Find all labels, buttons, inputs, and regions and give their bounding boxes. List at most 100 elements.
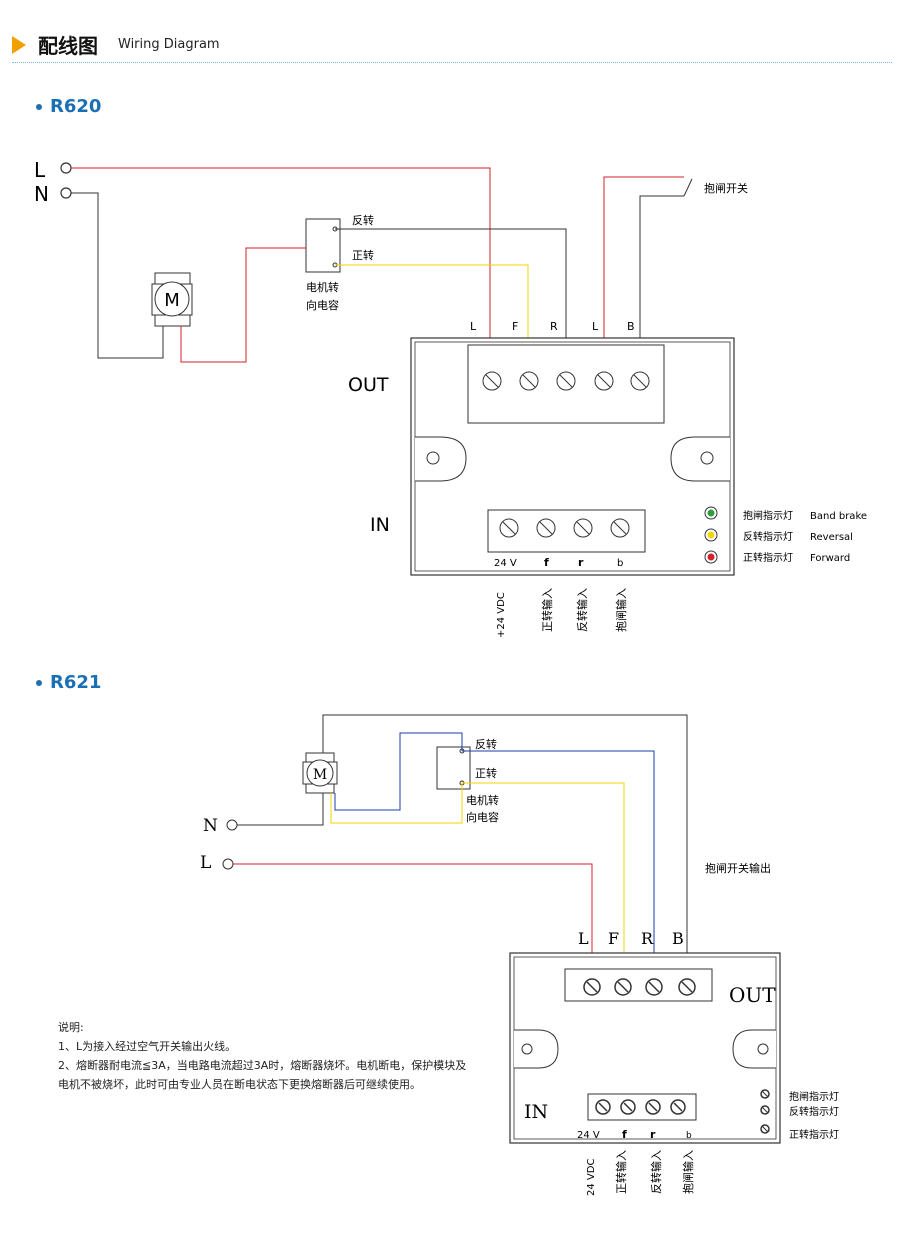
in-terminal-label: b (617, 558, 623, 569)
in-label: IN (524, 1101, 548, 1123)
cap-forward-label: 正转 (352, 248, 374, 262)
wire-l-red (233, 863, 593, 988)
brake-switch-icon (683, 178, 693, 197)
wire-forward-yellow (462, 782, 625, 988)
wire-motor-blue (334, 732, 463, 811)
cap-label-2: 向电容 (466, 810, 499, 824)
cap-label-2: 向电容 (306, 298, 339, 312)
out-label: OUT (348, 374, 389, 396)
in-label: IN (370, 514, 390, 536)
out-terminal-label: L (470, 320, 477, 333)
motor-icon: M (151, 272, 193, 327)
brake-output-label: 抱闸开关输出 (705, 861, 771, 875)
in-terminal-screws (595, 1099, 686, 1115)
supply-l-label: L (200, 853, 211, 873)
terminal-n (226, 819, 238, 831)
motor-icon: M (302, 752, 338, 794)
in-terminal-label: b (686, 1131, 692, 1141)
out-terminal-screws (583, 978, 696, 996)
notes-line-1: 1、L为接入经过空气开关输出火线。 (58, 1040, 237, 1053)
indicator-cn: 抱闸指示灯 (743, 509, 793, 522)
terminal-n (60, 187, 72, 199)
wire-motor-yellow (330, 783, 463, 824)
in-terminal-screws (499, 518, 630, 538)
cap-label-1: 电机转 (466, 793, 499, 807)
wire-n-black (71, 192, 164, 359)
out-terminal-label: F (608, 929, 619, 948)
out-terminal-label: F (512, 320, 518, 333)
section-title-r620: R620 (36, 96, 101, 117)
in-terminal-label: r (650, 1128, 656, 1141)
out-terminal-label: R (550, 320, 558, 333)
wire-l-red (71, 167, 491, 379)
r620-diagram: L N M 反转 正转 电机转 向电容 抱闸开关 (34, 158, 867, 638)
page-title: 配线图 (38, 34, 98, 58)
indicator-label: 正转指示灯 (789, 1128, 839, 1141)
wire-brake-red (603, 176, 684, 379)
motor-label: M (313, 767, 327, 783)
bullet-icon (36, 680, 42, 686)
out-label: OUT (729, 983, 776, 1007)
in-terminal-label: r (578, 556, 584, 569)
in-terminal-label: f (544, 556, 549, 569)
supply-l-label: L (34, 158, 46, 182)
wire-brake-black (322, 714, 688, 988)
in-terminal-label: 24 V (577, 1130, 600, 1141)
in-terminal-label: f (622, 1128, 627, 1141)
supply-n-label: N (34, 182, 49, 206)
r621-diagram: M 反转 正转 电机转 向电容 N L 抱闸开关输出 L F R B (200, 714, 839, 1196)
in-input-label: 正转输入 (540, 588, 554, 632)
out-terminal-label: B (672, 929, 684, 948)
r620-module (410, 337, 735, 576)
out-terminal-screws (482, 371, 650, 391)
arrow-icon (12, 36, 26, 54)
out-terminal-label: B (627, 320, 635, 333)
section-title-r621: R621 (36, 672, 101, 693)
cap-reverse-label: 反转 (475, 737, 497, 751)
led-icon-yellow (707, 531, 715, 539)
in-terminal-label: 24 V (494, 558, 517, 569)
out-terminal-label: R (641, 929, 654, 948)
led-icon-red (707, 553, 715, 561)
cap-forward-label: 正转 (475, 766, 497, 780)
page-subtitle: Wiring Diagram (118, 37, 220, 52)
brake-switch-label: 抱闸开关 (704, 181, 748, 195)
wire-n-black (237, 793, 324, 826)
indicator-cn: 反转指示灯 (743, 530, 793, 543)
in-input-label: 抱闸输入 (681, 1150, 695, 1194)
wire-reverse-black (335, 228, 567, 379)
notes: 说明: 1、L为接入经过空气开关输出火线。 2、熔断器耐电流≦3A，当电路电流超… (58, 1018, 468, 1094)
page-header: 配线图 Wiring Diagram (12, 30, 892, 63)
indicator-lights (760, 1089, 770, 1134)
indicator-en: Reversal (810, 532, 853, 543)
led-icon-green (707, 509, 715, 517)
in-input-label: 反转输入 (649, 1150, 663, 1194)
notes-line-2: 2、熔断器耐电流≦3A，当电路电流超过3A时，熔断器烧坏。电机断电，保护模块及电… (58, 1059, 467, 1091)
r621-module (509, 952, 781, 1144)
indicator-label: 反转指示灯 (789, 1105, 839, 1118)
out-terminal-label: L (592, 320, 599, 333)
wire-reverse-blue (462, 750, 655, 988)
out-terminal-label: L (578, 929, 589, 948)
wire-motor-red (180, 247, 306, 363)
in-input-label: 正转输入 (614, 1150, 628, 1194)
cap-label-1: 电机转 (306, 280, 339, 294)
terminal-l (60, 162, 72, 174)
in-input-label: 抱闸输入 (614, 588, 628, 632)
indicator-en: Band brake (810, 511, 867, 522)
terminal-l (222, 858, 234, 870)
bullet-icon (36, 104, 42, 110)
motor-label: M (164, 290, 180, 311)
indicator-cn: 正转指示灯 (743, 551, 793, 564)
indicator-en: Forward (810, 553, 850, 564)
indicator-lights (704, 506, 718, 564)
wire-brake-black (639, 195, 684, 379)
in-input-label: +24 VDC (496, 592, 507, 638)
notes-heading: 说明: (58, 1021, 84, 1034)
indicator-label: 抱闸指示灯 (789, 1090, 839, 1103)
supply-n-label: N (203, 816, 218, 836)
cap-reverse-label: 反转 (352, 213, 374, 227)
in-input-label: 反转输入 (575, 588, 589, 632)
in-input-label: 24 VDC (586, 1159, 597, 1196)
